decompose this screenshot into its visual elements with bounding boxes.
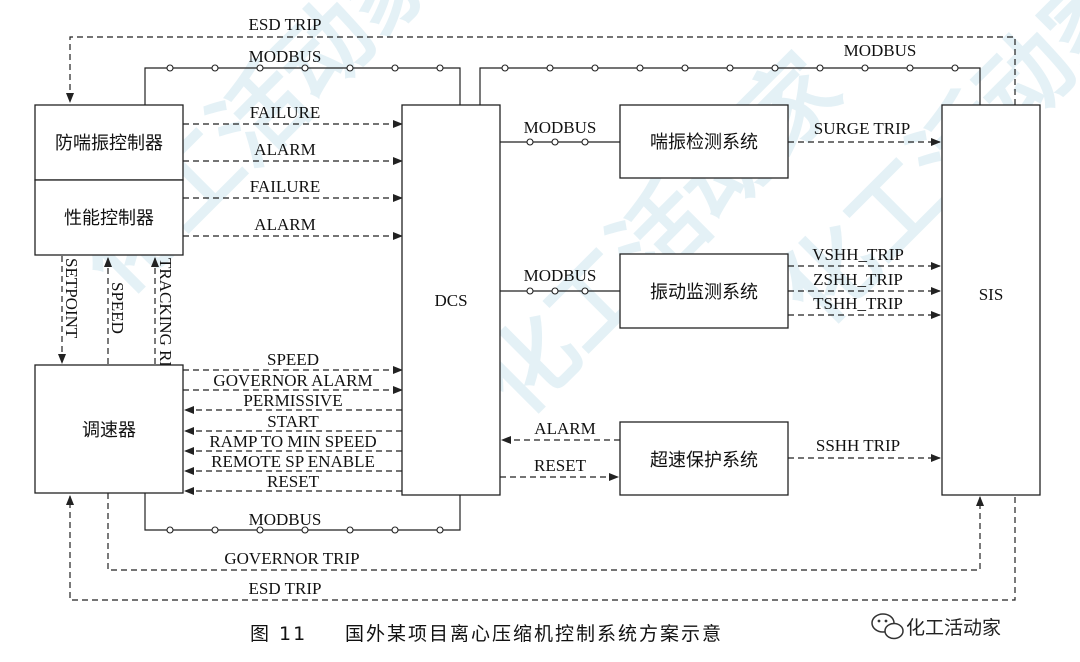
alarm-overspeed-label: ALARM [534,419,595,438]
governor-label: 调速器 [82,420,136,441]
vshh-label: VSHH_TRIP [812,245,904,264]
brand-name: 化工活动家 [906,617,1001,639]
vibration-monitor-block [619,253,789,329]
esd-trip-top-label: ESD TRIP [249,15,322,34]
permissive-label: PERMISSIVE [243,391,342,410]
surge-monitor-block [619,104,789,179]
modbus-top-right-label: MODBUS [844,41,917,60]
failure-2-label: FAILURE [250,177,321,196]
modbus-vibration-label: MODBUS [524,266,597,285]
surge-trip-label: SURGE TRIP [814,119,911,138]
modbus-top-right-nodes [501,64,959,72]
governor-trip-label: GOVERNOR TRIP [224,549,359,568]
failure-1-label: FAILURE [250,103,321,122]
modbus-top-left-nodes [166,64,444,72]
start-label: START [267,412,319,431]
modbus-vibration-nodes [526,287,589,295]
wechat-icon [871,613,904,640]
modbus-surge-nodes [526,138,589,146]
dcs-block [401,104,501,496]
dcs-label: DCS [434,291,467,310]
sshh-label: SSHH TRIP [816,436,900,455]
alarm-2-label: ALARM [254,215,315,234]
modbus-top-left-label: MODBUS [249,47,322,66]
speed-vertical-label: SPEED [108,282,127,334]
modbus-bottom-label: MODBUS [249,510,322,529]
vibration-monitor-label: 振动监测系统 [650,282,758,303]
sis-label: SIS [979,285,1004,304]
performance-controller-block [34,179,184,256]
sis-block [941,104,1041,496]
esd-trip-bottom-line [66,495,1016,601]
esd-trip-top-line [66,36,1016,105]
antisurge-controller-label: 防喘振控制器 [55,133,163,154]
governor-block [34,364,184,494]
zshh-label: ZSHH_TRIP [813,270,903,289]
reset-overspeed-label: RESET [534,456,587,475]
remote-sp-label: REMOTE SP ENABLE [211,452,375,471]
governor-trip-line [107,493,984,571]
alarm-1-label: ALARM [254,140,315,159]
figure-title: 国外某项目离心压缩机控制系统方案示意 [345,623,723,645]
modbus-surge-label: MODBUS [524,118,597,137]
setpoint-label: SETPOINT [62,258,81,339]
figure-number: 图 11 [250,623,307,645]
overspeed-protection-label: 超速保护系统 [650,450,758,471]
ramp-label: RAMP TO MIN SPEED [209,432,376,451]
esd-trip-bottom-label: ESD TRIP [249,579,322,598]
modbus-bottom-nodes [166,526,444,534]
speed-label: SPEED [267,350,319,369]
surge-monitor-label: 喘振检测系统 [650,132,758,153]
governor-alarm-label: GOVERNOR ALARM [213,371,372,390]
reset-governor-label: RESET [267,472,320,491]
performance-controller-label: 性能控制器 [64,208,154,229]
tshh-label: TSHH_TRIP [813,294,903,313]
